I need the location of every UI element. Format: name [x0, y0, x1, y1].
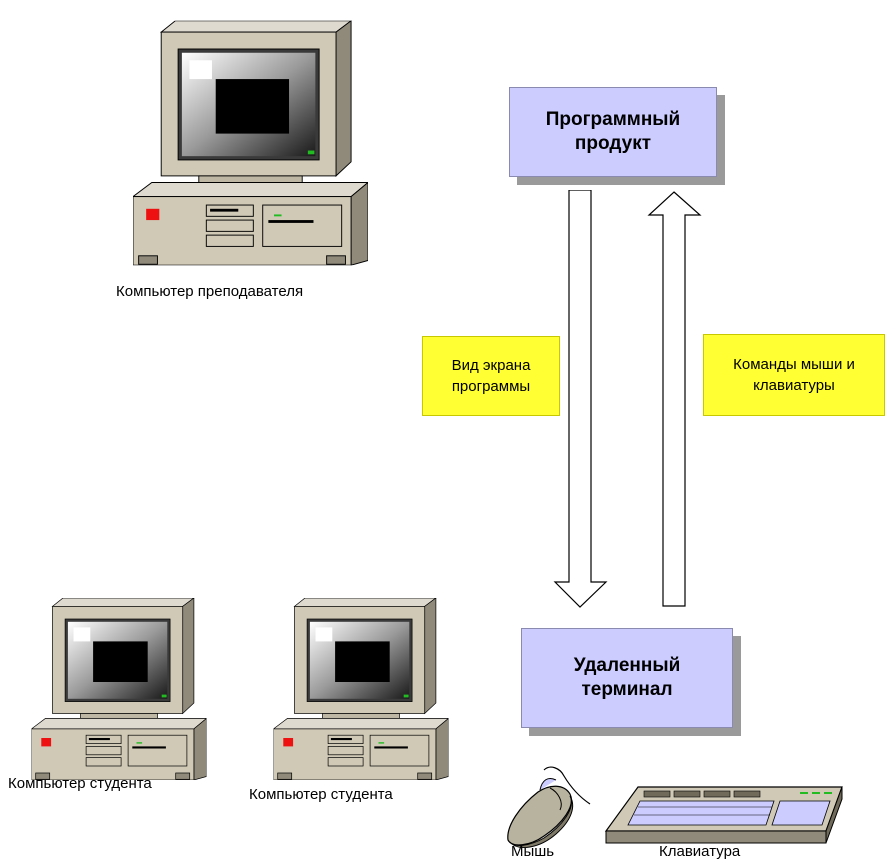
commands-note: Команды мыши и клавиатуры [703, 334, 885, 416]
software-product-box: Программный продукт [509, 87, 717, 177]
screen-view-line2: программы [451, 378, 531, 395]
remote-terminal-box: Удаленный терминал [521, 628, 733, 728]
arrow-down-icon [553, 190, 608, 608]
student-computer-icon-1 [30, 598, 208, 780]
remote-terminal-line2: терминал [581, 679, 673, 700]
remote-terminal-line1: Удаленный [573, 655, 681, 676]
mouse-icon [507, 766, 591, 849]
mouse-label: Мышь [511, 843, 555, 860]
student-computer-icon-2 [272, 598, 450, 780]
student-computer-label-1: Компьютер студента [8, 775, 152, 792]
teacher-computer-label: Компьютер преподавателя [116, 283, 304, 300]
keyboard-icon [604, 786, 843, 844]
arrow-up-icon [647, 191, 702, 607]
commands-line2: клавиатуры [753, 377, 835, 394]
software-product-line2: продукт [574, 133, 652, 154]
software-product-line1: Программный [545, 109, 681, 130]
teacher-computer-icon [133, 14, 368, 272]
student-computer-label-2: Компьютер студента [249, 786, 393, 803]
screen-view-line1: Вид экрана [451, 357, 531, 374]
screen-view-note: Вид экрана программы [422, 336, 560, 416]
commands-line1: Команды мыши и [733, 356, 855, 373]
keyboard-label: Клавиатура [659, 843, 741, 860]
